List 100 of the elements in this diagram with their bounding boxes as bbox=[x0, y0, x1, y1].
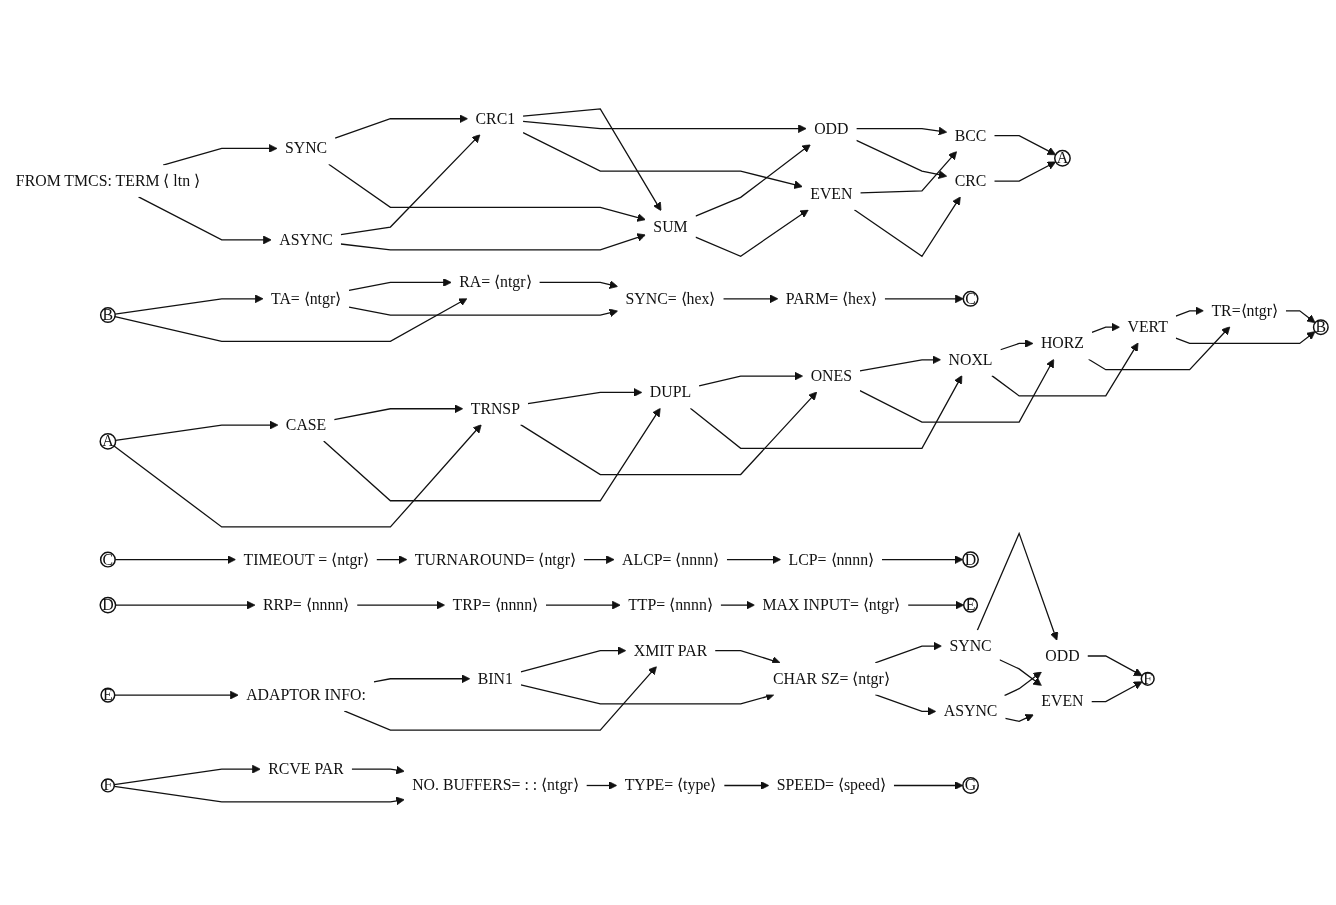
node-text: TRP= ⟨nnnn⟩ bbox=[452, 596, 539, 614]
arrow bbox=[698, 371, 804, 387]
arrow bbox=[527, 388, 643, 405]
node-circle: C bbox=[99, 551, 116, 568]
arrow bbox=[334, 114, 469, 139]
arrow bbox=[993, 135, 1057, 156]
node-circle: E bbox=[963, 597, 979, 613]
arrow bbox=[1086, 655, 1143, 677]
arrow bbox=[114, 600, 256, 610]
node-circle: D bbox=[962, 551, 979, 569]
arrow bbox=[993, 161, 1057, 182]
arrow bbox=[1285, 310, 1316, 324]
arrow bbox=[991, 342, 1139, 397]
arrow bbox=[114, 420, 279, 442]
arrow bbox=[348, 278, 452, 292]
node-text: SYNC bbox=[284, 139, 328, 157]
arrow bbox=[1003, 671, 1042, 697]
arrow bbox=[538, 280, 619, 290]
arrow bbox=[522, 108, 662, 212]
node-text: BCC bbox=[954, 126, 987, 144]
node-text: SYNC bbox=[949, 637, 992, 655]
node-text: SUM bbox=[653, 217, 688, 235]
arrow bbox=[351, 765, 405, 775]
arrow bbox=[853, 196, 961, 258]
arrow bbox=[714, 650, 781, 665]
arrow bbox=[373, 674, 471, 684]
arrow bbox=[893, 781, 964, 790]
arrow bbox=[720, 600, 755, 610]
node-text: BIN1 bbox=[477, 669, 513, 687]
arrow bbox=[884, 294, 964, 304]
arrow bbox=[519, 391, 818, 476]
node-text: TYPE= ⟨type⟩ bbox=[624, 776, 717, 794]
node-text: NO. BUFFERS= : : ⟨ntgr⟩ bbox=[412, 776, 579, 794]
arrow bbox=[998, 659, 1042, 687]
arrow bbox=[162, 144, 278, 166]
arrow bbox=[323, 408, 661, 502]
arrow bbox=[340, 233, 646, 251]
arrow bbox=[859, 151, 958, 194]
node-circle: B bbox=[99, 307, 116, 324]
arrow bbox=[855, 139, 948, 180]
arrow bbox=[583, 555, 615, 565]
arrow bbox=[343, 666, 657, 731]
node-text: CRC1 bbox=[475, 109, 516, 127]
arrow bbox=[114, 294, 264, 315]
node-text: TA= ⟨ntgr⟩ bbox=[271, 290, 342, 307]
node-circle: G bbox=[962, 777, 979, 795]
arrow bbox=[522, 120, 807, 134]
arrow bbox=[1087, 326, 1231, 371]
node-text: ASYNC bbox=[279, 231, 333, 248]
arrow bbox=[859, 355, 942, 372]
node-text: HORZ bbox=[1040, 334, 1084, 352]
arrow bbox=[348, 306, 619, 318]
node-text: ODD bbox=[1045, 647, 1080, 665]
arrow bbox=[859, 359, 1055, 423]
node-text: VERT bbox=[1127, 318, 1168, 336]
node-text: PARM= ⟨hex⟩ bbox=[785, 290, 877, 307]
node-text: CRC bbox=[954, 172, 987, 190]
arrow bbox=[113, 764, 261, 786]
arrow bbox=[1175, 306, 1204, 317]
node-text: TTP= ⟨nnnn⟩ bbox=[628, 596, 713, 614]
node-text: SPEED= ⟨speed⟩ bbox=[776, 776, 886, 794]
arrow bbox=[113, 785, 405, 806]
node-text: TR=⟨ntgr⟩ bbox=[1211, 302, 1278, 319]
node-text: CHAR SZ= ⟨ntgr⟩ bbox=[772, 669, 890, 687]
arrow bbox=[855, 126, 948, 136]
node-text: FROM TMCS: TERM ⟨ ltn ⟩ bbox=[15, 172, 200, 190]
node-text: TURNAROUND= ⟨ntgr⟩ bbox=[414, 550, 576, 568]
arrow bbox=[881, 555, 964, 565]
node-text: ONES bbox=[810, 367, 852, 385]
node-text: ASYNC bbox=[943, 702, 998, 720]
node-circle: B bbox=[1312, 319, 1329, 336]
arrow bbox=[333, 404, 464, 421]
node-circle: E bbox=[100, 687, 116, 703]
arrow bbox=[874, 641, 942, 664]
node-circle: A bbox=[1054, 150, 1071, 167]
node-text: DUPL bbox=[649, 383, 692, 401]
arrow bbox=[976, 531, 1059, 641]
node-circle: C bbox=[962, 290, 979, 307]
arrow bbox=[113, 424, 482, 528]
arrow bbox=[328, 163, 646, 222]
arrow bbox=[907, 600, 965, 610]
arrow bbox=[520, 646, 627, 673]
node-text: CASE bbox=[285, 416, 327, 434]
arrow bbox=[522, 132, 803, 190]
arrow bbox=[114, 690, 239, 700]
arrow bbox=[520, 684, 775, 705]
node-circle: D bbox=[99, 596, 117, 614]
node-text: RA= ⟨ntgr⟩ bbox=[459, 273, 532, 291]
node-text: SYNC= ⟨hex⟩ bbox=[625, 290, 716, 307]
node-text: EVEN bbox=[810, 185, 853, 202]
arrow bbox=[545, 600, 621, 610]
arrow bbox=[114, 298, 468, 343]
node-text: ALCP= ⟨nnnn⟩ bbox=[622, 550, 719, 568]
arrow bbox=[726, 555, 782, 565]
arrow bbox=[356, 600, 446, 610]
arrow bbox=[1175, 331, 1316, 345]
arrow bbox=[694, 209, 809, 258]
node-text: TIMEOUT = ⟨ntgr⟩ bbox=[243, 550, 369, 568]
node-circle: A bbox=[99, 433, 117, 450]
arrow bbox=[585, 781, 618, 790]
